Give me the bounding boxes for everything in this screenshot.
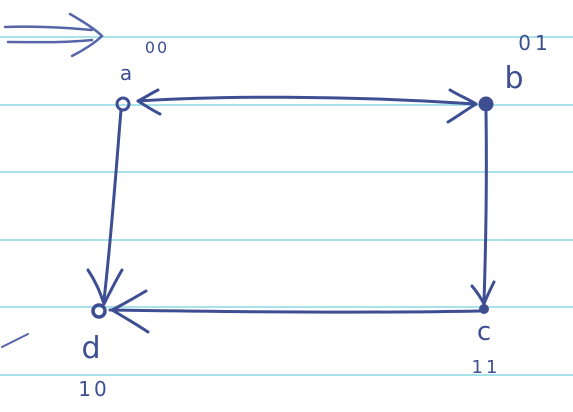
node-d-label: d [81, 331, 100, 366]
node-c: c 11 [472, 304, 501, 378]
node-c-value: 11 [472, 357, 501, 378]
node-a: a 00 [115, 38, 169, 112]
arrowhead-edge-c-d [110, 289, 150, 334]
node-a-value: 00 [145, 38, 169, 57]
node-b-dot [478, 96, 494, 112]
node-b-label: b [504, 61, 523, 96]
node-a-label: a [120, 61, 132, 85]
node-d-value: 10 [78, 377, 109, 401]
node-a-dot [115, 96, 131, 112]
node-c-dot [479, 304, 489, 314]
node-b-value: 01 [518, 31, 551, 55]
stray-mark [1, 333, 29, 348]
edge-b-c [482, 110, 488, 304]
node-c-label: c [477, 317, 491, 347]
node-b: b 01 [478, 31, 551, 112]
arrowhead-edge-a-b-start [136, 88, 162, 116]
double-arrow-icon [3, 12, 104, 58]
arrowhead-edge-a-d [86, 268, 124, 306]
edge-a-d [102, 108, 123, 302]
node-d-dot [91, 303, 107, 319]
edge-a-b [136, 95, 478, 106]
arrowhead-edge-a-b-end [446, 88, 478, 124]
node-d: d 10 [78, 303, 109, 401]
edge-c-d [108, 308, 482, 314]
